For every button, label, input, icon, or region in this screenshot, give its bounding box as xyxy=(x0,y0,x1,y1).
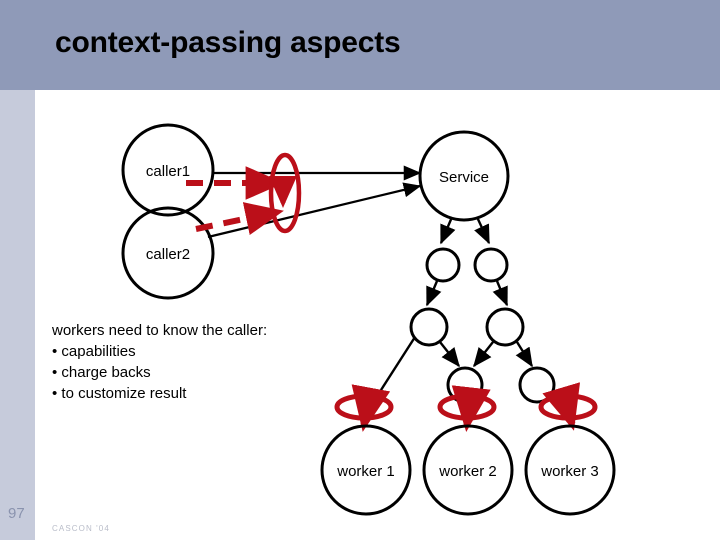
worker1-context-arrow xyxy=(351,384,391,432)
worker-nodes: worker 1 worker 2 worker 3 xyxy=(320,424,616,516)
footer-conference-label: CASCON '04 xyxy=(52,524,110,533)
edge-t3b-t4b xyxy=(515,341,534,368)
node-caller1[interactable] xyxy=(121,123,215,217)
tier2-fanout-edges xyxy=(425,280,509,307)
body-text-block: workers need to know the caller: capabil… xyxy=(52,320,267,404)
edge-t3a-worker1 xyxy=(370,336,417,405)
caller-nodes: caller1 caller2 xyxy=(121,123,215,300)
worker-context-loops xyxy=(334,382,598,432)
service-fanout-edges xyxy=(439,216,491,245)
node-intermediate-1[interactable] xyxy=(425,247,461,283)
node-service-label: Service xyxy=(439,169,489,186)
node-intermediate-4[interactable] xyxy=(485,307,525,347)
node-caller1-label: caller1 xyxy=(146,163,190,180)
node-worker-3[interactable] xyxy=(524,424,616,516)
node-worker-2-label: worker 2 xyxy=(438,463,497,480)
page-number: 97 xyxy=(8,505,25,522)
body-bullet-capabilities: capabilities xyxy=(52,341,267,362)
intermediate-nodes-tier3 xyxy=(409,307,525,347)
edge-service-t2b xyxy=(474,216,491,245)
body-lead-line: workers need to know the caller: xyxy=(52,322,268,339)
node-worker-1[interactable] xyxy=(320,424,412,516)
node-worker-2[interactable] xyxy=(422,424,514,516)
context-arrow-caller2 xyxy=(195,202,284,236)
edge-service-t2a xyxy=(439,216,456,245)
sidebar-strip xyxy=(0,90,35,540)
edge-t2b-t3b xyxy=(492,280,509,307)
service-context-loop xyxy=(268,152,302,234)
edge-t3b-t4a xyxy=(473,341,494,368)
node-caller2-label: caller2 xyxy=(146,246,190,263)
edge-t2a-t3a xyxy=(425,280,442,307)
node-worker-3-label: worker 3 xyxy=(540,463,599,480)
edge-caller2-service xyxy=(207,182,422,239)
node-intermediate-3[interactable] xyxy=(409,307,449,347)
caller-to-service-edges xyxy=(207,165,422,239)
worker3-context-arrow xyxy=(542,382,581,431)
node-intermediate-2[interactable] xyxy=(473,247,509,283)
service-node-group: Service xyxy=(418,130,510,222)
node-worker-1-label: worker 1 xyxy=(336,463,395,480)
page-title: context-passing aspects xyxy=(55,26,401,59)
edge-t3a-t4a xyxy=(439,341,460,368)
intermediate-nodes-tier2 xyxy=(425,247,509,283)
context-passing-arrows xyxy=(186,166,297,236)
body-bullet-charge-backs: charge backs xyxy=(52,362,267,383)
node-service[interactable] xyxy=(418,130,510,222)
body-bullet-customize-result: to customize result xyxy=(52,383,267,404)
worker2-context-arrow xyxy=(451,385,491,432)
slide-header-band xyxy=(0,0,720,90)
node-caller2[interactable] xyxy=(121,206,215,300)
